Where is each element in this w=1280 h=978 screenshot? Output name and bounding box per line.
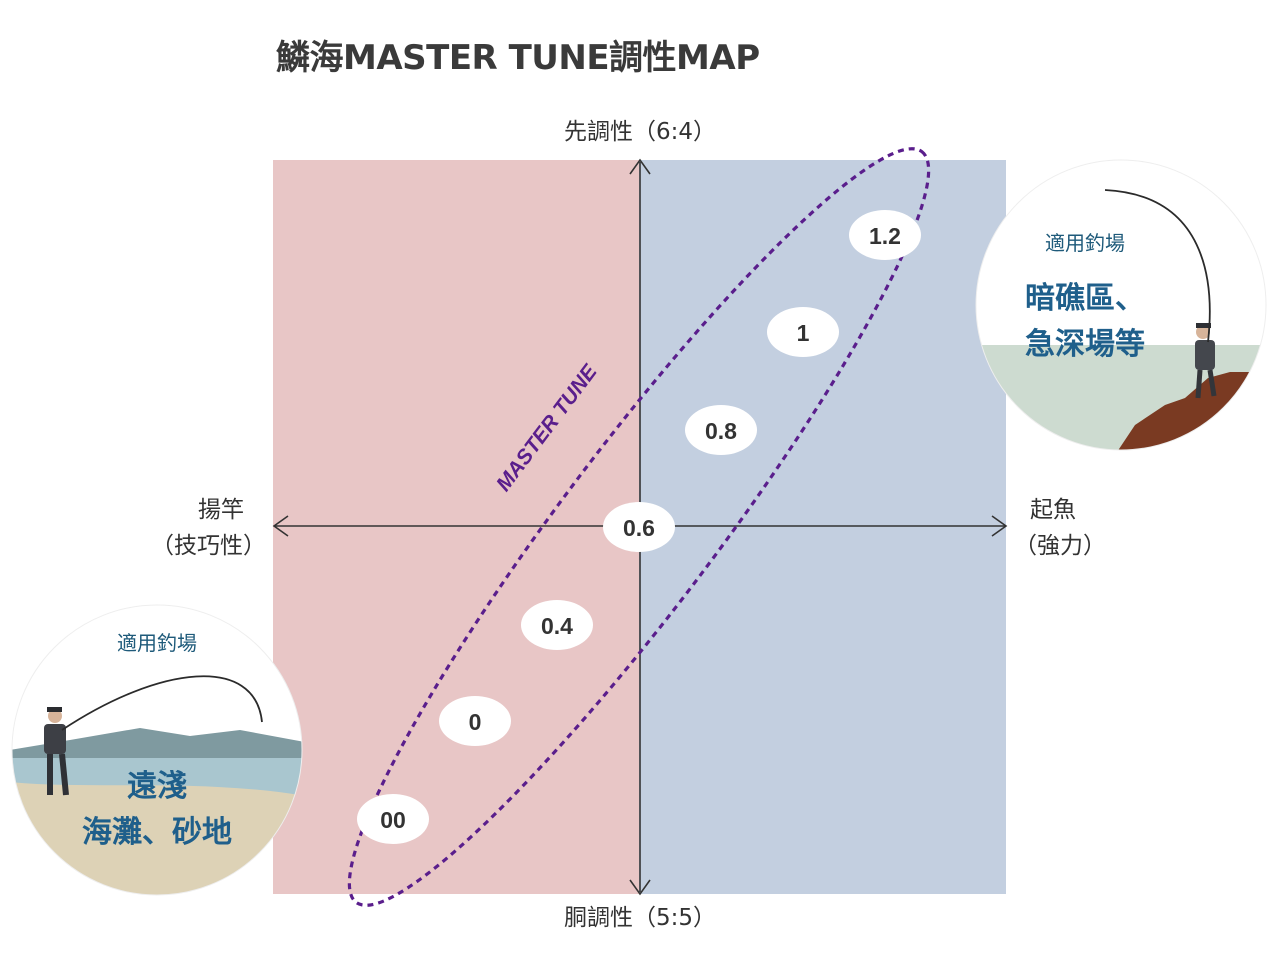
- axis-label-top-text: 先調性（6:4）: [563, 119, 716, 145]
- model-label-1-2: 1.2: [869, 223, 901, 249]
- model-badge-0: 0: [439, 696, 511, 746]
- fishing-rod-icon: [61, 675, 263, 731]
- model-badge-0-8: 0.8: [685, 405, 757, 455]
- scene-left-line2: 海灘、砂地: [82, 815, 232, 850]
- scene-right-line2: 急深場等: [1025, 327, 1145, 362]
- scene-right-heading: 適用釣場: [1045, 231, 1125, 255]
- axis-arrow-top: [629, 158, 651, 175]
- scene-caption-left: 適用釣場: [52, 627, 262, 748]
- model-badge-0-6: 0.6: [603, 502, 675, 552]
- axis-arrow-left: [272, 515, 289, 537]
- model-label-1: 1: [797, 320, 810, 346]
- axis-arrow-bottom: [629, 879, 651, 896]
- model-label-00: 00: [380, 807, 406, 833]
- axis-label-top: 先調性（6:4）: [540, 114, 740, 150]
- axis-label-left-line2: （技巧性）: [151, 533, 266, 559]
- axis-label-right-line1: 起魚: [1030, 497, 1076, 523]
- quadrant-right: [639, 160, 1006, 894]
- model-badge-1: 1: [767, 307, 839, 357]
- angler-icon: [44, 707, 69, 796]
- fishing-rod-icon: [1104, 189, 1211, 343]
- scene-left-line1: 遠淺: [127, 769, 187, 804]
- axis-label-right: 起魚 （強力）: [1014, 492, 1130, 564]
- axis-label-right-line2: （強力）: [1014, 533, 1106, 559]
- scene-illustration-beach: [12, 605, 302, 895]
- scene-caption-left-main: 遠淺 海灘、砂地: [52, 764, 262, 856]
- model-label-0: 0: [469, 709, 482, 735]
- model-badge-00: 00: [357, 794, 429, 844]
- scene-caption-right: 適用釣場 暗礁區、 急深場等: [1000, 227, 1170, 368]
- master-tune-ellipse: [347, 147, 931, 907]
- axis-label-left-line1: 揚竿: [198, 497, 244, 523]
- axis-label-bottom: 胴調性（5:5）: [540, 900, 740, 936]
- angler-icon: [1195, 323, 1217, 399]
- model-label-0-8: 0.8: [705, 418, 737, 444]
- axis-label-left: 揚竿 （技巧性）: [130, 492, 266, 564]
- scene-left-heading: 適用釣場: [117, 631, 197, 655]
- page-title: 鱗海MASTER TUNE調性MAP: [276, 38, 760, 78]
- axis-label-bottom-text: 胴調性（5:5）: [563, 905, 716, 931]
- model-badge-1-2: 1.2: [849, 210, 921, 260]
- axis-arrow-right: [991, 515, 1008, 537]
- scene-right-line1: 暗礁區、: [1025, 281, 1145, 316]
- model-label-0-4: 0.4: [541, 613, 573, 639]
- quadrant-left: [273, 160, 639, 894]
- model-badge-0-4: 0.4: [521, 600, 593, 650]
- model-label-0-6: 0.6: [623, 515, 655, 541]
